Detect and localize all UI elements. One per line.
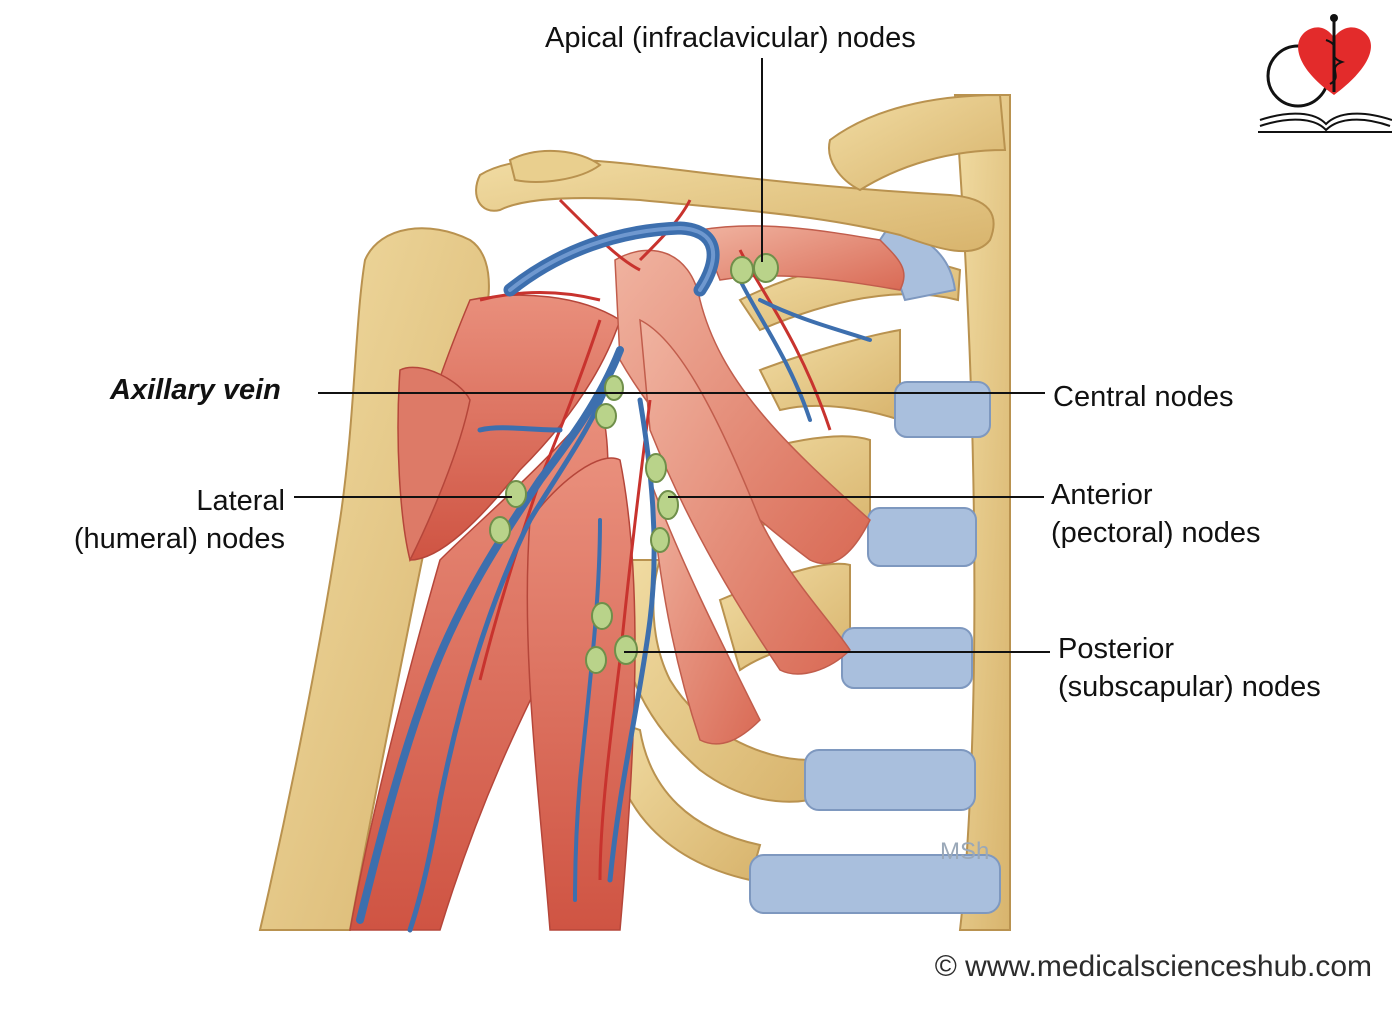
clavicle: [475, 93, 1007, 253]
label-axillary-vein: Axillary vein: [110, 374, 281, 406]
open-book-icon: [1258, 112, 1392, 133]
label-anterior-nodes-line1: Anterior: [1051, 479, 1153, 511]
label-posterior-nodes-line1: Posterior: [1058, 633, 1175, 665]
stethoscope-heart-logo: [1258, 14, 1392, 133]
label-posterior-nodes-line2: (subscapular) nodes: [1058, 671, 1321, 703]
label-anterior-nodes-line2: (pectoral) nodes: [1051, 517, 1261, 549]
label-apical-nodes: Apical (infraclavicular) nodes: [545, 22, 916, 54]
label-lateral-nodes-line1: Lateral: [196, 485, 285, 517]
leader-lines: [294, 58, 1050, 653]
label-lateral-nodes-line2: (humeral) nodes: [73, 523, 285, 555]
copyright-notice: © www.medicalscienceshub.com: [934, 950, 1372, 983]
veins: [356, 221, 872, 933]
label-central-nodes: Central nodes: [1053, 381, 1234, 413]
lymph-nodes: [489, 253, 779, 674]
artist-signature: MSh: [940, 838, 990, 865]
